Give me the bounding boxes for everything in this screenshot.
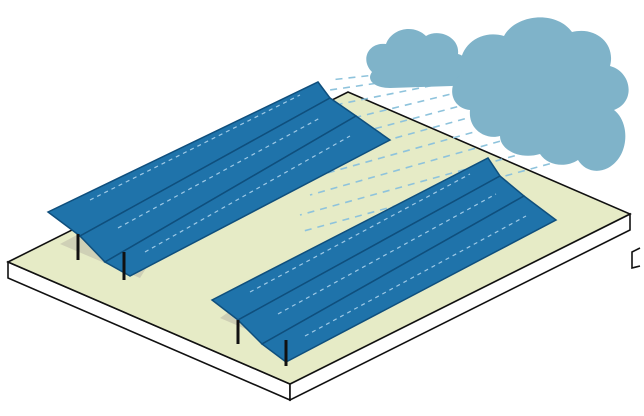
support-post-icon (76, 234, 126, 280)
partial-slab-edge (631, 247, 641, 270)
support-post-icon (236, 320, 288, 366)
cloud-large (452, 17, 629, 171)
panel-arrows (249, 173, 527, 337)
solar-panel-icon (260, 195, 558, 363)
cloud-icon (366, 17, 629, 171)
solar-array-front (210, 157, 558, 366)
solar-panel-icon (103, 115, 392, 277)
cloud-small (366, 29, 470, 88)
panel-arrows (89, 94, 351, 253)
solar-array-back (46, 81, 392, 280)
